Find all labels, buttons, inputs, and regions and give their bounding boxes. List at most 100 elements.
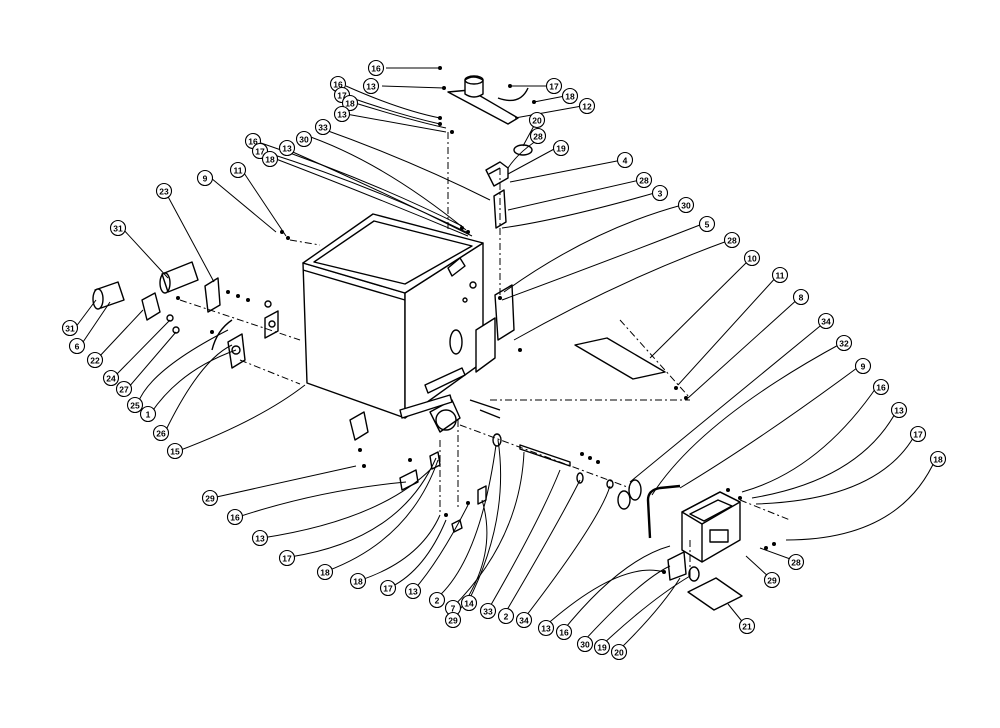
callout-circle xyxy=(552,139,570,157)
callout-label: 20 xyxy=(614,648,624,658)
callout-label: 18 xyxy=(320,568,330,578)
callout-circle xyxy=(872,378,890,396)
callout-balloon: 28 xyxy=(635,171,653,189)
callout-label: 18 xyxy=(565,92,575,102)
callout-balloon: 18 xyxy=(929,450,947,468)
callout-balloon: 25 xyxy=(126,396,144,414)
callout-label: 34 xyxy=(821,317,831,327)
callout-balloon: 32 xyxy=(835,334,853,352)
callout-circle xyxy=(537,619,555,637)
callout-balloon: 33 xyxy=(479,602,497,620)
callout-circle xyxy=(890,401,908,419)
callout-label: 6 xyxy=(75,342,80,352)
callout-balloon: 6 xyxy=(68,337,86,355)
callout-circle xyxy=(610,643,628,661)
callout-label: 9 xyxy=(203,174,208,184)
callout-circle xyxy=(229,161,247,179)
callout-label: 11 xyxy=(234,166,243,176)
callout-label: 13 xyxy=(408,587,418,597)
callout-balloon: 19 xyxy=(593,638,611,656)
callout-label: 8 xyxy=(799,293,804,303)
callout-label: 31 xyxy=(113,224,123,234)
callout-balloon: 21 xyxy=(738,617,756,635)
callout-label: 21 xyxy=(742,622,752,632)
callout-balloon: 13 xyxy=(333,105,351,123)
callout-balloon: 15 xyxy=(166,442,184,460)
callout-label: 28 xyxy=(533,132,543,142)
callout-circle xyxy=(362,77,380,95)
callout-circle xyxy=(278,549,296,567)
callout-balloon: 29 xyxy=(763,571,781,589)
callout-balloon: 13 xyxy=(404,582,422,600)
callout-balloon: 33 xyxy=(314,118,332,136)
callout-balloon: 8 xyxy=(792,288,810,306)
fasteners xyxy=(176,66,776,574)
callout-label: 19 xyxy=(597,643,607,653)
callout-label: 20 xyxy=(532,116,542,126)
callout-balloon: 9 xyxy=(196,169,214,187)
side-bracket-5 xyxy=(475,284,515,373)
callout-circle xyxy=(497,607,515,625)
callout-balloon: 7 xyxy=(444,599,462,617)
callout-label: 13 xyxy=(366,82,376,92)
callout-label: 16 xyxy=(230,513,240,523)
callout-balloon: 29 xyxy=(444,611,462,629)
callout-balloon: 28 xyxy=(723,231,741,249)
callout-circle xyxy=(201,489,219,507)
callout-label: 14 xyxy=(464,599,474,609)
callout-balloon: 3 xyxy=(651,184,669,202)
callout-circle xyxy=(763,571,781,589)
callout-circle xyxy=(528,111,546,129)
callout-label: 17 xyxy=(549,82,559,92)
callout-label: 30 xyxy=(299,135,309,145)
callout-balloon: 18 xyxy=(349,572,367,590)
callout-circle xyxy=(460,594,478,612)
callout-circle xyxy=(152,424,170,442)
callout-circle xyxy=(333,105,351,123)
callout-circle xyxy=(139,405,157,423)
callout-label: 32 xyxy=(839,339,849,349)
callout-circle xyxy=(515,611,533,629)
callout-balloon: 13 xyxy=(251,529,269,547)
callout-label: 13 xyxy=(282,144,292,154)
callout-circle xyxy=(226,508,244,526)
callout-balloon: 13 xyxy=(890,401,908,419)
plate-10 xyxy=(574,337,666,380)
callout-label: 25 xyxy=(130,401,140,411)
callout-balloon: 16 xyxy=(226,508,244,526)
callout-balloon: 18 xyxy=(261,150,279,168)
callout-circle xyxy=(68,337,86,355)
callout-label: 17 xyxy=(913,430,923,440)
callout-label: 28 xyxy=(727,236,737,246)
callout-label: 9 xyxy=(861,362,866,372)
callout-balloon: 28 xyxy=(787,553,805,571)
callout-label: 27 xyxy=(119,385,129,395)
callout-circle xyxy=(155,182,173,200)
callout-balloon: 29 xyxy=(201,489,219,507)
callout-balloon: 5 xyxy=(698,215,716,233)
callout-circle xyxy=(479,602,497,620)
callout-circle xyxy=(555,623,573,641)
callout-circle xyxy=(251,529,269,547)
callout-circle xyxy=(771,266,789,284)
callout-circle xyxy=(576,635,594,653)
callout-balloon: 16 xyxy=(872,378,890,396)
callout-label: 33 xyxy=(483,607,493,617)
callout-label: 22 xyxy=(90,356,100,366)
callout-circle xyxy=(196,169,214,187)
callout-balloon: 34 xyxy=(817,312,835,330)
callout-circle xyxy=(738,617,756,635)
callout-balloon: 13 xyxy=(278,139,296,157)
callout-circle xyxy=(115,380,133,398)
callout-circle xyxy=(529,127,547,145)
callout-label: 13 xyxy=(541,624,551,634)
callout-circle xyxy=(444,611,462,629)
callout-balloon: 16 xyxy=(555,623,573,641)
centerlines xyxy=(179,132,791,580)
callout-balloon: 1 xyxy=(139,405,157,423)
callout-label: 17 xyxy=(383,584,393,594)
callout-circle xyxy=(86,351,104,369)
callout-label: 16 xyxy=(333,80,343,90)
